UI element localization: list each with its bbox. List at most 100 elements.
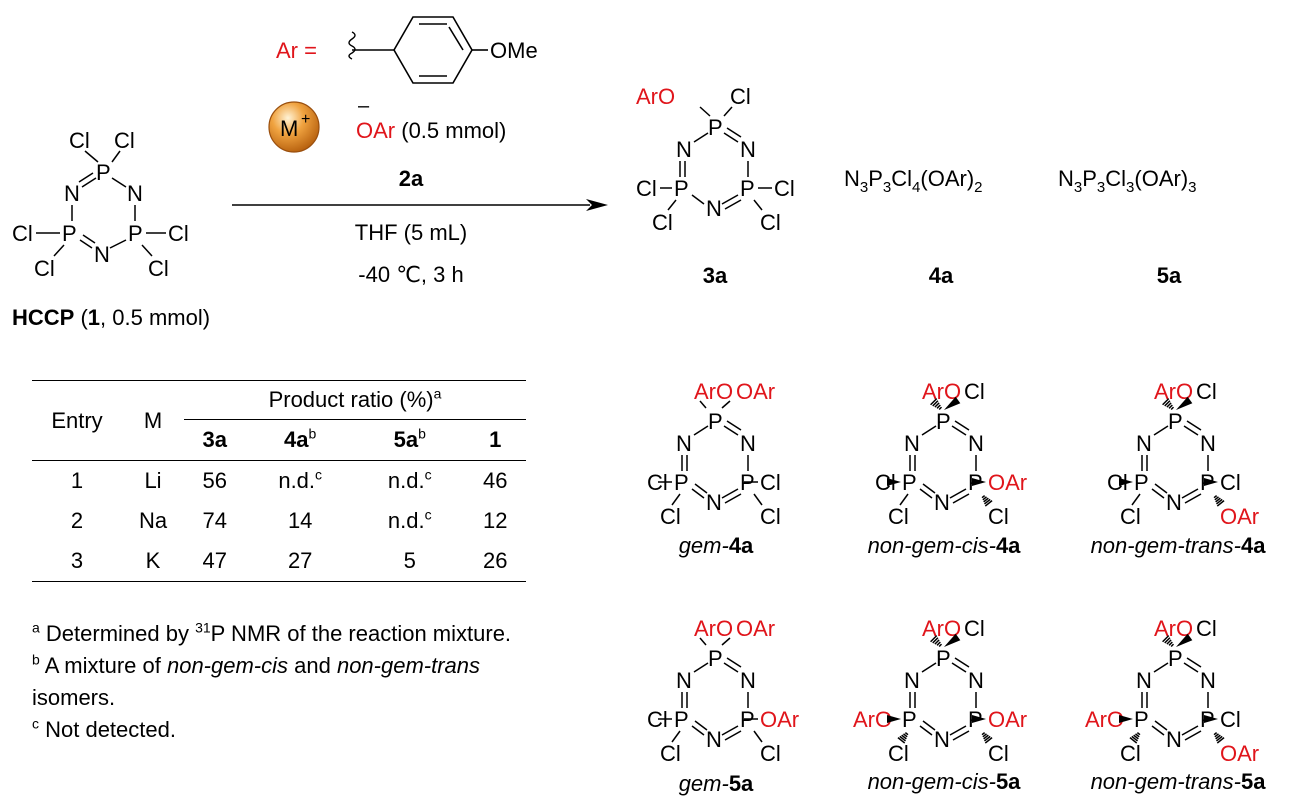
atom-label: Cl — [647, 707, 668, 732]
atom-label: N — [968, 431, 984, 456]
atom-label: P — [708, 646, 723, 671]
atom-label: P — [708, 409, 723, 434]
base-reagent: M + – OAr (0.5 mmol) 2a — [268, 95, 506, 191]
hash-bond — [1214, 496, 1219, 501]
atom-label: N — [1166, 490, 1182, 515]
ar-label: Ar = — [276, 38, 317, 63]
atom-label: P — [674, 707, 689, 732]
hash-bond — [1135, 733, 1140, 738]
bond — [721, 637, 731, 646]
bond — [1183, 425, 1199, 436]
hash-bond — [1133, 734, 1139, 740]
hash-bond — [1162, 635, 1170, 643]
svg-text:Cl: Cl — [114, 128, 135, 153]
wedge-bond — [972, 478, 986, 486]
bond — [721, 488, 739, 499]
hash-bond — [1216, 737, 1225, 744]
hash-bond — [1216, 498, 1223, 505]
hash-bond — [932, 637, 939, 644]
hash-bond — [930, 635, 938, 643]
bond — [922, 720, 936, 731]
atom-label: Cl — [647, 470, 668, 495]
atom-label: N — [904, 431, 920, 456]
bond — [691, 488, 705, 499]
hash-bond — [1215, 734, 1221, 740]
bond — [951, 662, 967, 673]
hccp-caption: HCCP (1, 0.5 mmol) — [12, 305, 210, 330]
hash-bond — [901, 734, 907, 740]
atom-label: OAr — [1220, 741, 1259, 766]
svg-text:Cl: Cl — [652, 210, 673, 235]
wedge-bond — [1204, 478, 1218, 486]
label-5a: 5a — [1157, 263, 1182, 288]
label-4a: 4a — [929, 263, 954, 288]
bond — [671, 730, 681, 743]
hash-bond — [1131, 735, 1138, 742]
bond — [899, 493, 909, 506]
caption-trans-4a: non-gem-trans-4a — [1091, 533, 1267, 558]
svg-text:Cl: Cl — [12, 221, 33, 246]
atom-label: ArO — [694, 616, 733, 641]
bond — [1181, 725, 1199, 736]
hash-bond — [984, 735, 991, 742]
atom-label: N — [904, 668, 920, 693]
bond — [753, 493, 763, 506]
svg-text:P: P — [708, 115, 723, 140]
hash-bond — [1213, 732, 1218, 736]
atom-label: P — [1168, 409, 1183, 434]
hash-bond — [983, 497, 989, 503]
bond — [724, 730, 742, 741]
caption-cis-5a: non-gem-cis-5a — [868, 769, 1022, 794]
bond — [721, 725, 739, 736]
footnote-b: b A mixture of non-gem-cis and non-gem-t… — [32, 651, 481, 678]
hash-bond — [938, 643, 943, 648]
svg-text:P: P — [96, 160, 111, 185]
atom-label: N — [1200, 431, 1216, 456]
svg-text:Cl: Cl — [760, 210, 781, 235]
conditions: -40 ℃, 3 h — [358, 262, 463, 287]
caption-cis-4a: non-gem-cis-4a — [868, 533, 1022, 558]
atom-label: OAr — [760, 707, 799, 732]
wedge-bond — [1176, 633, 1193, 647]
atom-label: Cl — [875, 470, 896, 495]
bond — [952, 730, 970, 741]
bond — [753, 730, 763, 743]
hash-bond — [934, 402, 940, 408]
col-product-ratio: Product ratio (%)a — [184, 380, 526, 420]
ome-label: OMe — [490, 38, 538, 63]
svg-text:N: N — [706, 196, 722, 221]
benzene-ring — [393, 16, 473, 84]
atom-label: Cl — [1196, 379, 1217, 404]
bond — [1153, 662, 1169, 673]
anion-charge: – — [358, 95, 370, 117]
hash-bond — [982, 496, 987, 501]
hash-bond — [936, 404, 941, 409]
bond — [1154, 720, 1168, 731]
compound-2a: 2a — [399, 166, 424, 191]
atom-label: P — [902, 470, 917, 495]
bond — [952, 493, 970, 504]
svg-text:N: N — [94, 242, 110, 267]
bond — [671, 493, 681, 506]
svg-text:P: P — [62, 221, 77, 246]
atom-label: OAr — [1220, 504, 1259, 529]
hash-bond — [984, 498, 991, 505]
svg-text:Cl: Cl — [69, 128, 90, 153]
bond — [921, 662, 937, 673]
atom-label: Cl — [988, 504, 1009, 529]
wedge-bond — [1204, 715, 1218, 723]
wedge-bond — [887, 478, 901, 486]
bond — [723, 662, 739, 673]
hash-bond — [1214, 733, 1219, 738]
sub-header-4a: 4ab — [284, 425, 317, 452]
sub-header-row: 3a 4ab 5ab 1 — [32, 420, 526, 461]
hash-bond — [930, 398, 938, 406]
atom-label: N — [740, 431, 756, 456]
hash-bond — [1164, 400, 1171, 407]
atom-label: P — [936, 409, 951, 434]
bond — [699, 637, 707, 646]
atom-label: Cl — [1196, 616, 1217, 641]
atom-label: N — [934, 727, 950, 752]
